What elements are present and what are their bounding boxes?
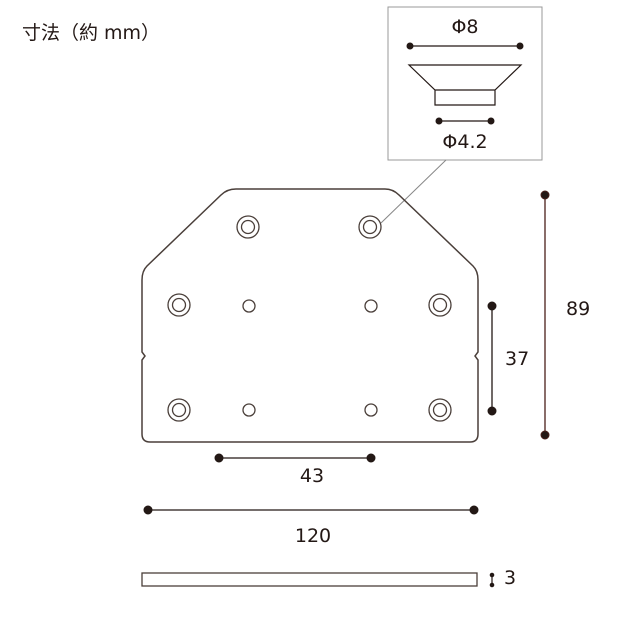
small-holes xyxy=(242,299,378,417)
hole xyxy=(428,293,452,317)
page-title: 寸法（約 mm） xyxy=(22,22,161,44)
label-37: 37 xyxy=(505,348,530,370)
countersunk-holes xyxy=(167,215,452,422)
detail-8-dim xyxy=(406,42,524,50)
hole xyxy=(167,293,191,317)
hole xyxy=(236,215,260,239)
dim-89 xyxy=(540,190,550,440)
label-3: 3 xyxy=(504,567,517,589)
dim-120 xyxy=(143,505,479,515)
label-phi-4-2: Φ4.2 xyxy=(442,131,488,153)
hole xyxy=(167,398,191,422)
detail-box xyxy=(387,6,543,161)
leader-line xyxy=(380,159,447,224)
dim-37 xyxy=(487,301,497,416)
dim-3 xyxy=(489,572,495,588)
hole xyxy=(358,215,382,239)
countersink-profile xyxy=(407,64,523,106)
label-43: 43 xyxy=(299,465,325,487)
label-89: 89 xyxy=(566,298,591,320)
label-phi-8: Φ8 xyxy=(451,16,479,38)
plate-side-view xyxy=(141,572,478,587)
plate-outline xyxy=(141,188,479,443)
dim-43 xyxy=(214,453,376,463)
hole xyxy=(428,398,452,422)
detail-4-2-dim xyxy=(435,117,495,125)
label-120: 120 xyxy=(294,525,332,547)
